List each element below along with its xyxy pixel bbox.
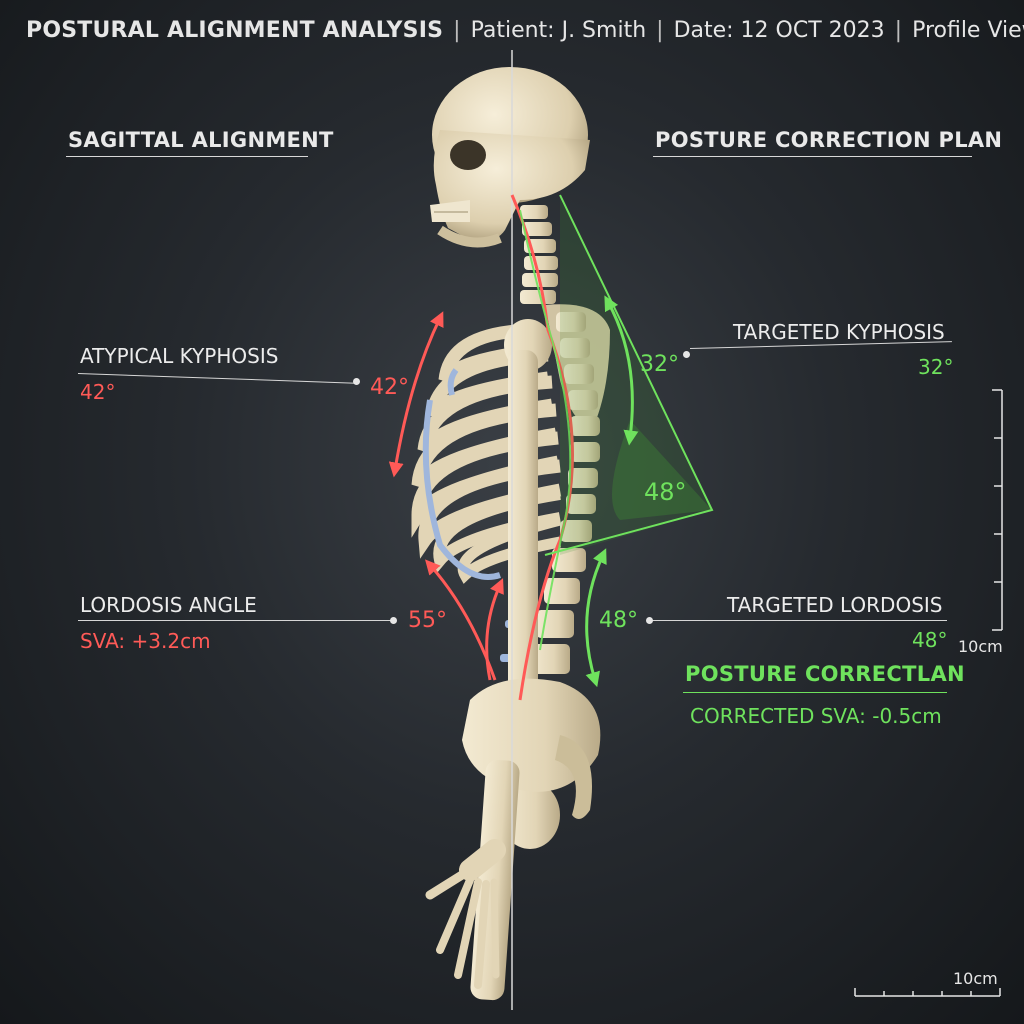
- horizontal-scale-label: 10cm: [953, 969, 998, 988]
- target-spine-curve: [519, 209, 572, 651]
- header-separator: |: [656, 17, 664, 43]
- horizontal-scale-bar: [854, 988, 1001, 997]
- target-kyphosis-angle-marker: 32°: [640, 352, 679, 377]
- leader-dot: [353, 378, 360, 385]
- header-separator: |: [453, 17, 461, 43]
- leader-line: [651, 620, 947, 621]
- wedge-angle-marker: 48°: [644, 478, 687, 506]
- targeted-lordosis-label: TARGETED LORDOSIS: [727, 593, 943, 617]
- sagittal-alignment-heading: SAGITTAL ALIGNMENT: [68, 128, 334, 152]
- leader-dot: [683, 351, 690, 358]
- heading-underline: [66, 156, 308, 157]
- kyphosis-arrow: [388, 311, 444, 478]
- vertical-scale-bar: [992, 389, 1003, 631]
- heading-underline: [653, 156, 972, 157]
- leader-dot: [646, 617, 653, 624]
- header-bar: POSTURAL ALIGNMENT ANALYSIS | Patient: J…: [26, 14, 1024, 46]
- header-separator: |: [894, 17, 903, 43]
- corrected-sva-value: CORRECTED SVA: -0.5cm: [690, 704, 942, 728]
- page-title: POSTURAL ALIGNMENT ANALYSIS: [26, 17, 444, 43]
- view-type: Profile View: [912, 17, 1024, 43]
- plan-heading-underline: [683, 692, 947, 693]
- target-lordosis-angle-marker: 48°: [599, 608, 638, 633]
- current-spine-curve: [510, 194, 574, 701]
- thoracic-lumbar-spine: [530, 312, 600, 674]
- kyphosis-target-wedge: [544, 194, 714, 556]
- kyphosis-angle-marker: 42°: [370, 375, 409, 400]
- lordosis-arrow-left: [425, 559, 497, 681]
- sva-value: SVA: +3.2cm: [80, 629, 211, 653]
- atypical-kyphosis-label: ATYPICAL KYPHOSIS: [80, 344, 279, 368]
- lordosis-arrow-right: [485, 578, 504, 681]
- posture-plan-heading: POSTURE CORRECTLAN: [685, 662, 965, 686]
- hand: [425, 839, 506, 989]
- lordosis-angle-label: LORDOSIS ANGLE: [80, 593, 257, 617]
- exam-date: Date: 12 OCT 2023: [673, 17, 885, 43]
- atypical-kyphosis-value: 42°: [80, 380, 116, 404]
- target-kyphosis-arrow: [604, 295, 639, 446]
- posture-correction-plan-heading: POSTURE CORRECTION PLAN: [655, 128, 1003, 152]
- lordosis-angle-marker: 55°: [408, 608, 447, 633]
- patient-name: Patient: J. Smith: [470, 17, 647, 43]
- vertical-scale-label: 10cm: [958, 637, 1003, 656]
- targeted-kyphosis-label: TARGETED KYPHOSIS: [733, 320, 945, 344]
- targeted-kyphosis-value: 32°: [918, 355, 954, 379]
- targeted-lordosis-value: 48°: [912, 628, 948, 652]
- leader-dot: [390, 617, 397, 624]
- target-lordosis-arrow: [585, 548, 607, 688]
- leader-line: [78, 620, 392, 621]
